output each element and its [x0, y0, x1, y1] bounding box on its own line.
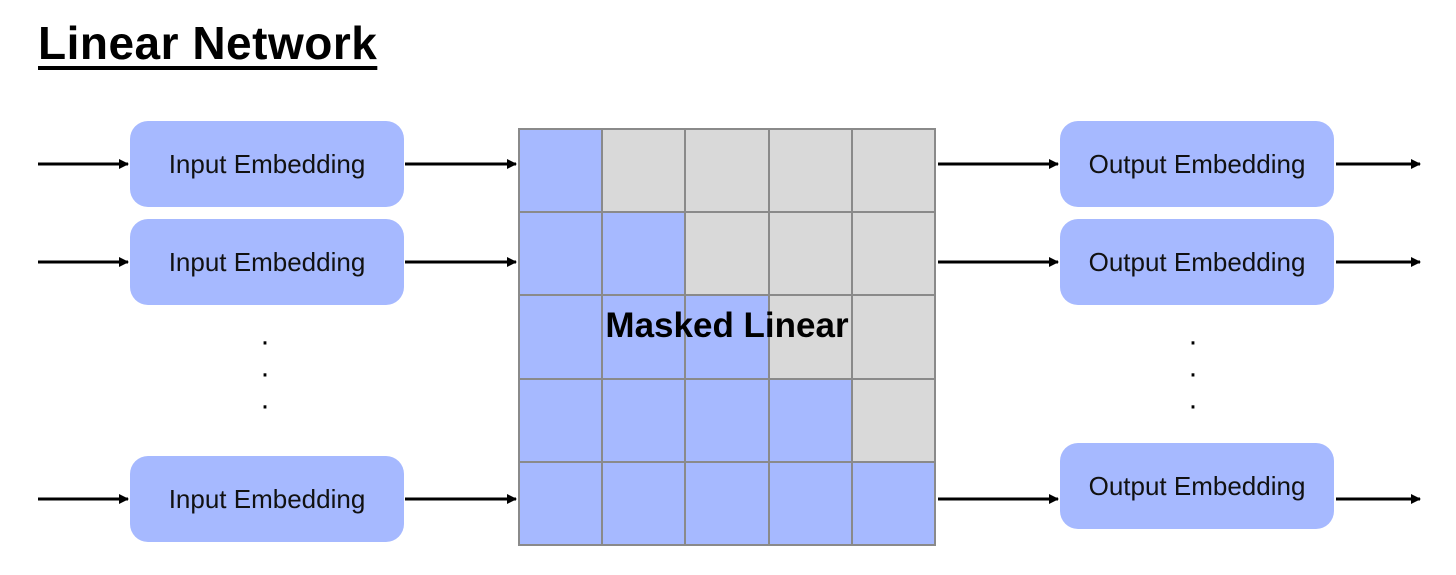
matrix-cell-active — [519, 461, 603, 545]
ellipsis-dot: · — [260, 325, 270, 358]
ellipsis-dot: · — [1188, 325, 1198, 358]
ellipsis-dot: · — [260, 389, 270, 422]
matrix-cell-active — [768, 461, 852, 545]
output-embedding-box-2: Output Embedding — [1060, 219, 1334, 305]
matrix-cell-active — [602, 378, 686, 462]
matrix-cell-active — [602, 212, 686, 296]
input-embedding-box-2: Input Embedding — [130, 219, 404, 305]
matrix-cell-active — [602, 295, 686, 379]
input-ellipsis: · · · — [255, 326, 275, 422]
masked-linear-matrix — [518, 128, 936, 546]
matrix-label: Masked Linear — [605, 306, 849, 345]
matrix-cell-masked — [768, 129, 852, 213]
matrix-cell-masked — [851, 212, 935, 296]
matrix-cell-masked — [768, 295, 852, 379]
matrix-cell-masked — [851, 129, 935, 213]
input-embedding-box-1: Input Embedding — [130, 121, 404, 207]
output-embedding-box-3: Output Embedding — [1060, 443, 1334, 529]
diagram-title: Linear Network — [38, 17, 378, 69]
matrix-cell-active — [851, 461, 935, 545]
matrix-cell-active — [685, 378, 769, 462]
matrix-cell-active — [519, 295, 603, 379]
input-embedding-box-3: Input Embedding — [130, 456, 404, 542]
matrix-cell-masked — [851, 378, 935, 462]
output-embedding-box-1: Output Embedding — [1060, 121, 1334, 207]
matrix-cell-active — [685, 295, 769, 379]
matrix-cell-active — [768, 378, 852, 462]
ellipsis-dot: · — [1188, 357, 1198, 390]
matrix-cell-masked — [851, 295, 935, 379]
ellipsis-dot: · — [260, 357, 270, 390]
matrix-cell-active — [519, 129, 603, 213]
matrix-cell-masked — [685, 212, 769, 296]
ellipsis-dot: · — [1188, 389, 1198, 422]
matrix-cell-active — [685, 461, 769, 545]
matrix-cell-active — [519, 378, 603, 462]
output-ellipsis: · · · — [1183, 326, 1203, 422]
matrix-cell-active — [602, 461, 686, 545]
matrix-cell-masked — [768, 212, 852, 296]
matrix-cell-active — [519, 212, 603, 296]
matrix-cell-masked — [685, 129, 769, 213]
matrix-cell-masked — [602, 129, 686, 213]
